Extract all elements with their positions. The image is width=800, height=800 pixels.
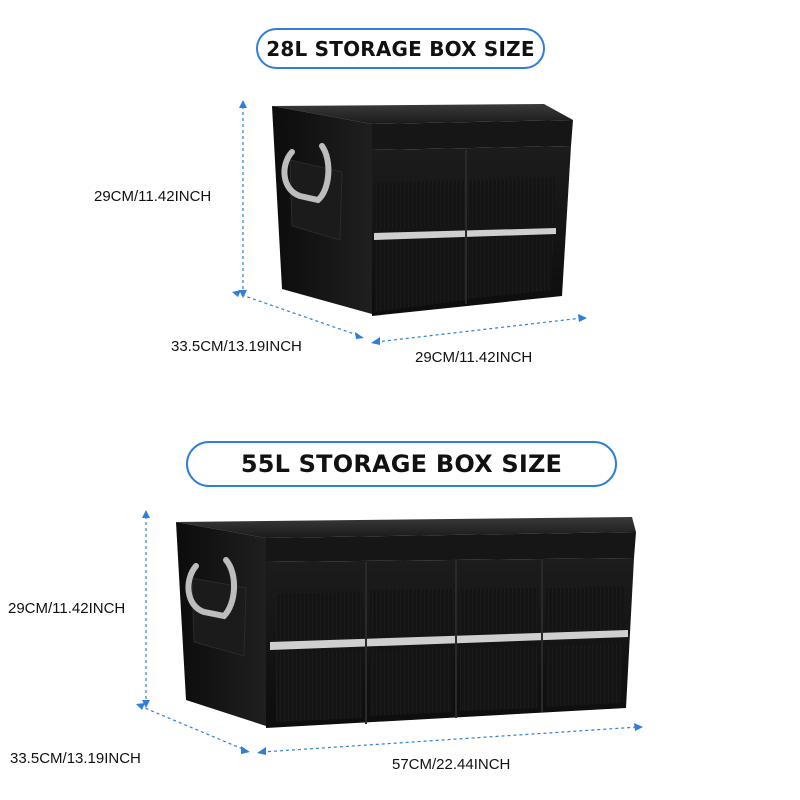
- small-box-image: [272, 104, 573, 316]
- large-box-depth-label: 33.5CM/13.19INCH: [10, 750, 141, 767]
- large-box-height-label: 29CM/11.42INCH: [8, 600, 126, 617]
- large-box-dimension-lines: [139, 516, 639, 753]
- small-box-depth-label: 33.5CM/13.19INCH: [171, 338, 302, 355]
- small-box-height-label: 29CM/11.42INCH: [94, 188, 212, 205]
- large-box-arrowheads: [136, 510, 643, 755]
- small-box-dimension-lines: [235, 106, 583, 343]
- large-box-image: [176, 517, 636, 728]
- large-box-title: 55L STORAGE BOX SIZE: [186, 441, 617, 487]
- small-box-arrowheads: [232, 100, 587, 345]
- large-box-width-label: 57CM/22.44INCH: [392, 756, 511, 773]
- small-box-width-label: 29CM/11.42INCH: [415, 349, 533, 366]
- small-box-title: 28L STORAGE BOX SIZE: [256, 28, 545, 69]
